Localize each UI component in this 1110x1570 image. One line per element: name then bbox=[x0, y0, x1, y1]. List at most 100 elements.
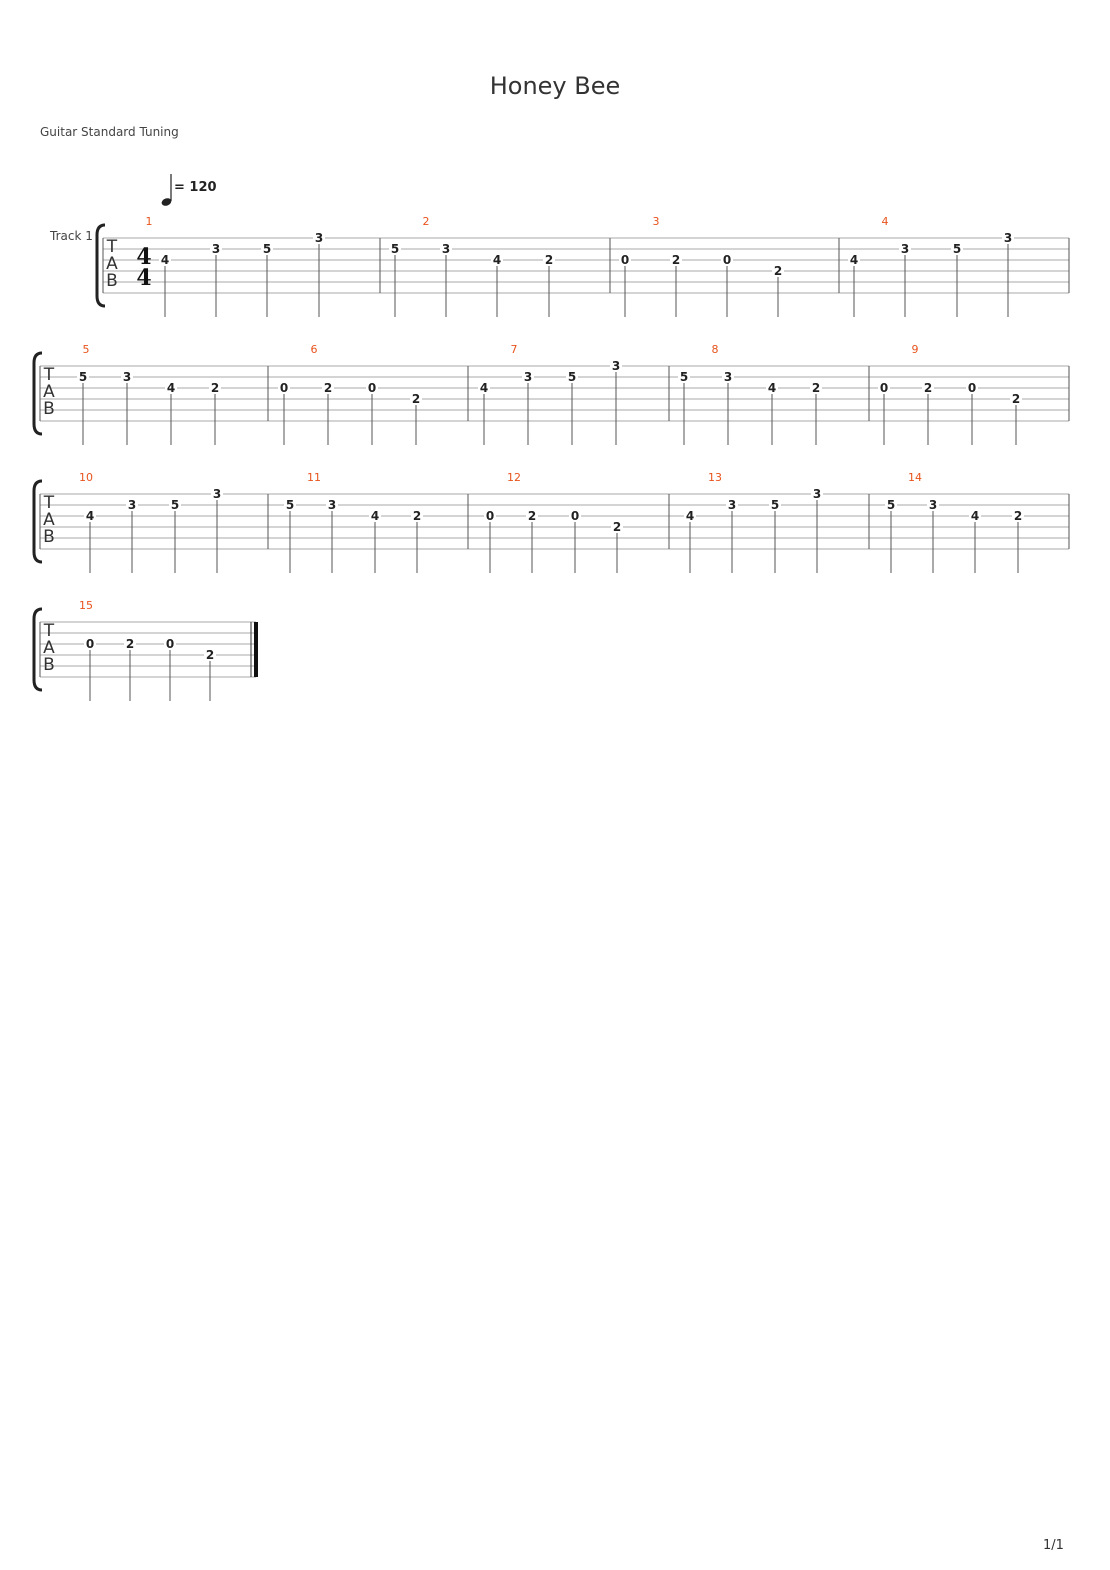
fret-backing bbox=[491, 253, 503, 266]
measure-number: 5 bbox=[83, 343, 90, 356]
fret-backing bbox=[966, 381, 978, 394]
fret-number: 5 bbox=[79, 370, 87, 384]
fret-backing bbox=[211, 487, 223, 500]
fret-number: 2 bbox=[545, 253, 553, 267]
fret-number: 2 bbox=[324, 381, 332, 395]
fret-backing bbox=[84, 509, 96, 522]
fret-backing bbox=[766, 381, 778, 394]
system-bracket bbox=[32, 607, 43, 692]
quarter-note-icon bbox=[161, 174, 172, 206]
fret-backing bbox=[440, 242, 452, 255]
fret-backing bbox=[899, 242, 911, 255]
fret-number: 3 bbox=[442, 242, 450, 256]
tempo-value: = 120 bbox=[174, 180, 217, 195]
fret-number: 0 bbox=[368, 381, 376, 395]
fret-number: 2 bbox=[613, 520, 621, 534]
fret-backing bbox=[209, 381, 221, 394]
tab-clef-letter: T bbox=[106, 237, 118, 257]
fret-number: 2 bbox=[412, 392, 420, 406]
tempo-marking: = 120 bbox=[158, 170, 238, 215]
fret-backing bbox=[411, 509, 423, 522]
fret-number: 3 bbox=[128, 498, 136, 512]
fret-number: 2 bbox=[1014, 509, 1022, 523]
fret-number: 3 bbox=[612, 359, 620, 373]
fret-backing bbox=[721, 253, 733, 266]
fret-number: 0 bbox=[968, 381, 976, 395]
fret-backing bbox=[369, 509, 381, 522]
tab-clef-letter: A bbox=[43, 382, 55, 402]
fret-number: 4 bbox=[493, 253, 501, 267]
fret-backing bbox=[684, 509, 696, 522]
fret-number: 0 bbox=[571, 509, 579, 523]
tab-clef-letter: T bbox=[43, 493, 55, 513]
fret-backing bbox=[678, 370, 690, 383]
fret-number: 2 bbox=[206, 648, 214, 662]
fret-backing bbox=[811, 487, 823, 500]
fret-number: 3 bbox=[213, 487, 221, 501]
fret-number: 4 bbox=[371, 509, 379, 523]
fret-number: 3 bbox=[724, 370, 732, 384]
fret-backing bbox=[769, 498, 781, 511]
tab-clef-letter: A bbox=[43, 510, 55, 530]
measure-number: 2 bbox=[423, 215, 430, 228]
measure-number: 14 bbox=[908, 471, 922, 484]
fret-backing bbox=[522, 370, 534, 383]
tab-clef-letter: B bbox=[106, 271, 118, 291]
measure-number: 15 bbox=[79, 599, 93, 612]
fret-backing bbox=[878, 381, 890, 394]
fret-backing bbox=[389, 242, 401, 255]
song-title: Honey Bee bbox=[489, 72, 621, 100]
fret-backing bbox=[478, 381, 490, 394]
measure-number: 4 bbox=[882, 215, 889, 228]
system-bracket bbox=[32, 479, 43, 564]
page-number: 1/1 bbox=[1043, 1538, 1064, 1553]
fret-number: 0 bbox=[880, 381, 888, 395]
fret-backing bbox=[611, 520, 623, 533]
fret-backing bbox=[261, 242, 273, 255]
fret-backing bbox=[204, 648, 216, 661]
fret-backing bbox=[543, 253, 555, 266]
fret-number: 3 bbox=[929, 498, 937, 512]
tab-clef-letter: A bbox=[43, 638, 55, 658]
measure-number: 6 bbox=[311, 343, 318, 356]
fret-number: 5 bbox=[263, 242, 271, 256]
tab-clef-letter: B bbox=[43, 527, 55, 547]
fret-backing bbox=[722, 370, 734, 383]
fret-backing bbox=[526, 509, 538, 522]
fret-backing bbox=[927, 498, 939, 511]
measure-number: 3 bbox=[653, 215, 660, 228]
fret-number: 3 bbox=[524, 370, 532, 384]
fret-number: 4 bbox=[971, 509, 979, 523]
fret-number: 5 bbox=[391, 242, 399, 256]
fret-number: 5 bbox=[953, 242, 961, 256]
fret-backing bbox=[126, 498, 138, 511]
fret-backing bbox=[165, 381, 177, 394]
fret-number: 0 bbox=[723, 253, 731, 267]
fret-number: 3 bbox=[212, 242, 220, 256]
fret-backing bbox=[326, 498, 338, 511]
fret-backing bbox=[726, 498, 738, 511]
fret-number: 4 bbox=[161, 253, 169, 267]
fret-backing bbox=[410, 392, 422, 405]
fret-backing bbox=[922, 381, 934, 394]
measure-number: 13 bbox=[708, 471, 722, 484]
fret-number: 2 bbox=[1012, 392, 1020, 406]
fret-backing bbox=[284, 498, 296, 511]
fret-backing bbox=[848, 253, 860, 266]
measure-number: 7 bbox=[511, 343, 518, 356]
fret-number: 5 bbox=[887, 498, 895, 512]
fret-backing bbox=[84, 637, 96, 650]
fret-number: 3 bbox=[1004, 231, 1012, 245]
tab-clef-letter: B bbox=[43, 655, 55, 675]
fret-backing bbox=[810, 381, 822, 394]
fret-backing bbox=[569, 509, 581, 522]
fret-number: 2 bbox=[211, 381, 219, 395]
tuning-label: Guitar Standard Tuning bbox=[40, 125, 179, 139]
fret-backing bbox=[322, 381, 334, 394]
fret-number: 4 bbox=[686, 509, 694, 523]
time-signature-bottom: 4 bbox=[136, 265, 151, 291]
fret-number: 2 bbox=[924, 381, 932, 395]
measure-number: 8 bbox=[712, 343, 719, 356]
fret-number: 0 bbox=[486, 509, 494, 523]
